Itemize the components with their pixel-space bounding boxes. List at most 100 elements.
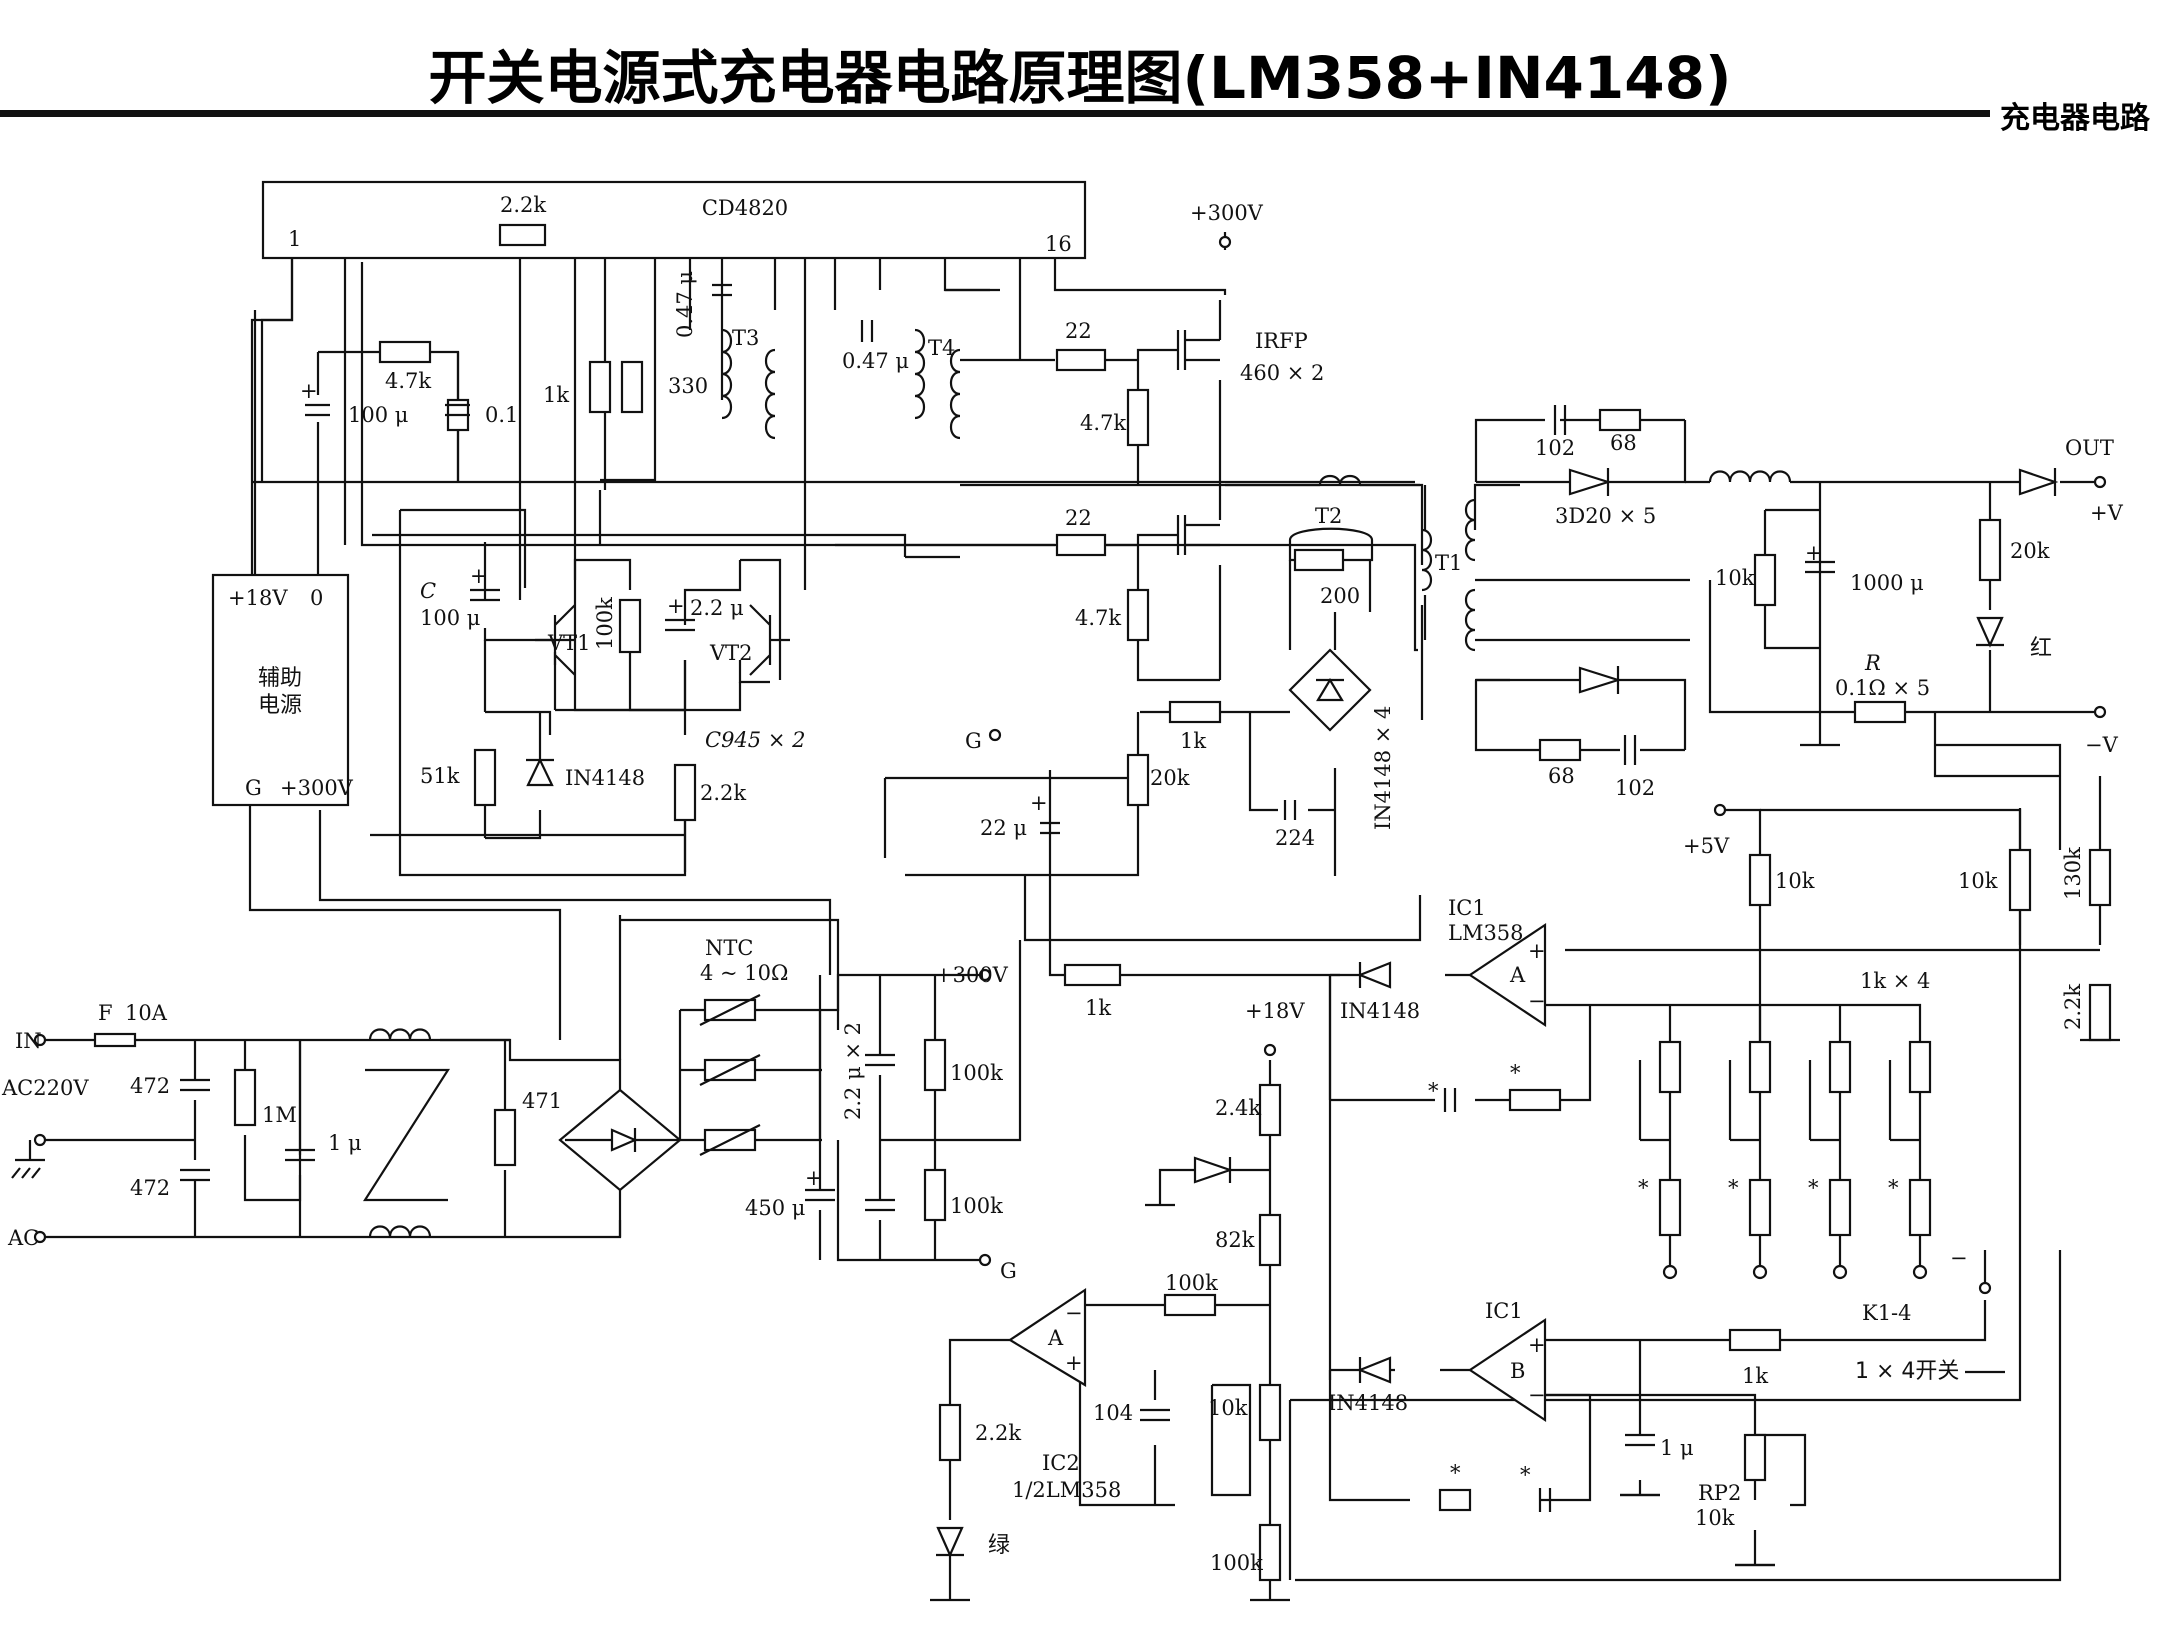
resistor-2k4	[1258, 1083, 1282, 1137]
resistor-68-bot	[1538, 738, 1582, 762]
resistor-4k7-b	[1126, 588, 1150, 642]
ic1b-triangle	[1468, 1317, 1547, 1423]
t1-secondary	[1464, 498, 1476, 652]
cap-22u-x2-a	[865, 1053, 895, 1067]
label-c-047-t4: 0.47 μ	[842, 349, 909, 373]
label-r-200: 200	[1320, 584, 1360, 608]
label-c: C	[420, 579, 436, 603]
aux-pin-18v: +18V	[228, 586, 288, 610]
cap-472-b	[180, 1168, 210, 1182]
cap-472-a	[180, 1078, 210, 1092]
resistor-star-b	[1438, 1488, 1472, 1512]
page-title: 开关电源式充电器电路原理图(LM358+IN4148)	[429, 44, 1732, 112]
op-amps	[1007, 922, 1547, 1423]
label-vt1: VT1	[547, 631, 591, 655]
label-r-24k: 2.4k	[1215, 1096, 1261, 1120]
resistor-2k2-top	[498, 223, 547, 247]
cap-104	[1140, 1408, 1170, 1422]
label-ic1b-name: IC1	[1485, 1299, 1523, 1323]
resistor-130k	[2088, 848, 2112, 907]
label-rp2-val: 10k	[1695, 1506, 1735, 1530]
label-d-bridge-fb: IN4148 × 4	[1371, 706, 1395, 830]
resistor-100k-vt	[618, 598, 642, 654]
t3-primary	[721, 328, 733, 420]
t1-primary	[1421, 528, 1433, 592]
label-d-3d20: 3D20 × 5	[1555, 504, 1656, 528]
resistor-10k-b	[2008, 848, 2032, 912]
label-ic1a-unit: A	[1509, 963, 1526, 987]
resistor-1k-a	[588, 360, 612, 414]
trim-3	[1828, 1040, 1852, 1094]
cap-450u	[805, 1188, 835, 1202]
t3-secondary	[764, 348, 776, 440]
terminal-k2	[1752, 1264, 1768, 1280]
t2-primary	[1318, 474, 1362, 486]
led-red	[1976, 616, 2004, 648]
cap-22u-fb	[1040, 821, 1060, 835]
resistor-68-top	[1598, 408, 1642, 432]
label-r-1m: 1M	[262, 1103, 297, 1127]
mark-star-2: *	[1510, 1061, 1521, 1085]
label-ntc-val: 4 ~ 10Ω	[700, 961, 788, 985]
cap-01	[445, 403, 470, 417]
label-c-102-bot: 102	[1615, 776, 1655, 800]
label-switch: 1 × 4开关	[1855, 1359, 1959, 1384]
label-g: G	[965, 729, 982, 753]
label-r-10k-a: 10k	[1775, 869, 1815, 893]
terminal-300v-mid	[978, 968, 992, 982]
label-c-472-a: 472	[130, 1074, 170, 1098]
mark-star-1: *	[1428, 1079, 1439, 1103]
led-green	[936, 1526, 964, 1558]
rp2	[1743, 1433, 1767, 1482]
output-choke	[1708, 470, 1792, 483]
cap-224	[1283, 800, 1297, 820]
label-c-450u: 450 μ	[745, 1196, 805, 1220]
label-c-100u-vt: 100 μ	[420, 606, 480, 630]
resistor-1k-sw	[1728, 1328, 1782, 1352]
label-ic2-unit: A	[1047, 1326, 1064, 1350]
resistor-star-2	[1748, 1178, 1772, 1237]
resistor-star-4	[1908, 1178, 1932, 1237]
fuse	[93, 1032, 137, 1048]
label-rp2: RP2	[1698, 1481, 1741, 1505]
label-rp-10k: 10k	[1208, 1396, 1248, 1420]
cd4820-pin1: 1	[288, 227, 301, 251]
rp-10k	[1258, 1383, 1282, 1442]
rp-20k	[1126, 753, 1150, 807]
labels: 2.2k 0.47 μ T3 330 0.47 μ T4 4.7k 100 μ …	[1, 193, 2124, 1575]
terminal-k3	[1832, 1264, 1848, 1280]
cap-100u-vt	[470, 588, 500, 602]
diode-18v	[1193, 1156, 1234, 1184]
resistor-100k-fb	[1163, 1293, 1217, 1317]
label-r-100k-bot: 100k	[1210, 1551, 1263, 1575]
label-r-20k-led: 20k	[2010, 539, 2050, 563]
terminal-switch	[1978, 1281, 1992, 1295]
label-c-22u-fb: 22 μ	[980, 816, 1027, 840]
ntc-group	[699, 994, 761, 1156]
cap-1u-b	[1625, 1433, 1655, 1447]
label-r-100k-a: 100k	[950, 1061, 1003, 1085]
bridge-input-diode	[610, 1128, 638, 1152]
label-r-330: 330	[668, 374, 708, 398]
label-r-1k-left: 1k	[543, 383, 569, 407]
terminal-300v-top	[1218, 235, 1232, 249]
label-out: OUT	[2065, 436, 2114, 460]
aux-name-2: 电源	[258, 693, 302, 718]
label-r-10k-b: 10k	[1958, 869, 1998, 893]
label-ic2-name: IC2	[1042, 1451, 1080, 1475]
mark-plus-2: +	[470, 564, 488, 588]
resistor-2k2-vt	[673, 763, 697, 822]
active-devices	[535, 330, 1220, 676]
cap-22u-x2-b	[865, 1198, 895, 1212]
label-r-1k-sw: 1k	[1742, 1364, 1768, 1388]
mosfet-a	[1176, 330, 1220, 370]
mark-minus-ic1a: −	[1528, 989, 1546, 1013]
label-k14: K1-4	[1862, 1301, 1912, 1325]
emi-choke	[368, 1028, 432, 1238]
resistor-22-a	[1055, 348, 1107, 372]
bridge-feedback-diode	[1316, 677, 1344, 702]
mark-star-3: *	[1450, 1461, 1461, 1485]
resistor-22-b	[1055, 533, 1107, 557]
label-fuse-val: 10A	[125, 1001, 168, 1025]
label-r-47k-top: 4.7k	[385, 369, 431, 393]
